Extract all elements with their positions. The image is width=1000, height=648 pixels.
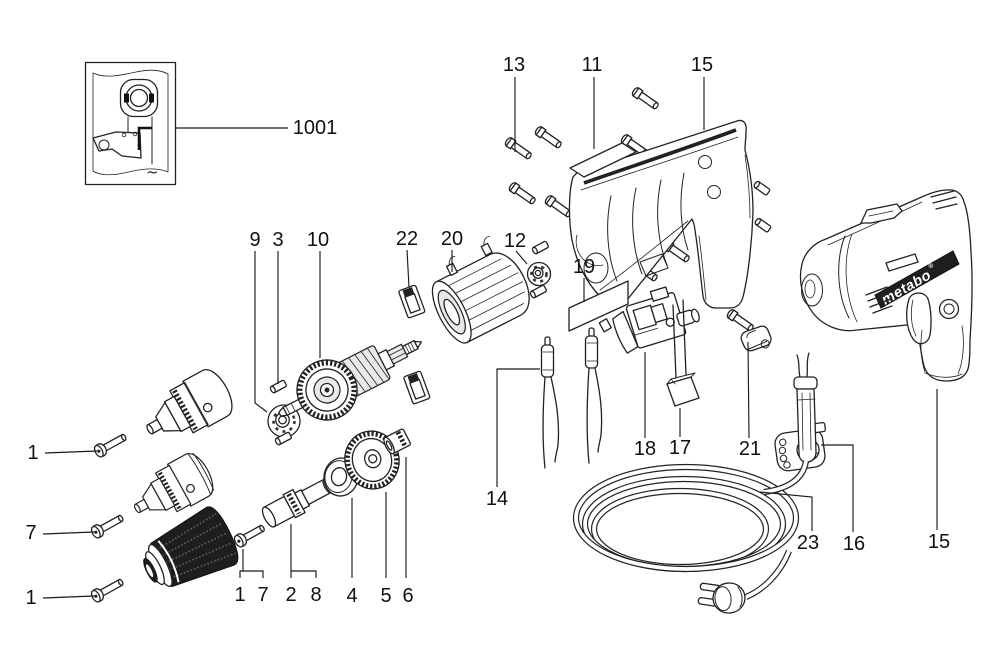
part-label-11-2: 11 xyxy=(582,54,603,76)
leader-line-22-7 xyxy=(406,249,410,288)
screw-icon xyxy=(631,87,659,110)
wires xyxy=(127,116,153,165)
mains-plug xyxy=(697,582,746,614)
screw-icon xyxy=(508,182,536,205)
part-label-10-6: 10 xyxy=(307,229,329,251)
registered-mark: ® xyxy=(927,261,935,270)
leader-line-7-12 xyxy=(42,531,95,535)
switch-symbol xyxy=(92,131,142,159)
part-label-5-26: 5 xyxy=(380,585,391,607)
part-label-22-7: 22 xyxy=(396,228,418,250)
motor-housing-right-half: metabo ® xyxy=(799,189,973,382)
pin-icon xyxy=(269,379,288,394)
screw-icon xyxy=(726,309,754,332)
bearing-12 xyxy=(526,261,552,287)
screw-icon xyxy=(233,524,265,548)
part-label-19-10: 19 xyxy=(573,256,595,278)
strain-relief-sleeve xyxy=(793,352,818,463)
part-label-7-12: 7 xyxy=(25,522,36,544)
leader-line-14-14 xyxy=(496,368,540,487)
part-label-2-23: 2 xyxy=(285,584,296,606)
leader-line-23-18 xyxy=(759,491,813,531)
part-label-1-11: 1 xyxy=(27,442,38,464)
leader-line-9-4 xyxy=(254,251,268,413)
leader-line-21-17 xyxy=(747,341,750,439)
leader-line-16-19 xyxy=(821,444,854,532)
sleeve-6 xyxy=(383,428,411,455)
part-label-18-15: 18 xyxy=(634,438,656,460)
part-label-17-16: 17 xyxy=(669,437,691,459)
part-label-14-14: 14 xyxy=(486,488,508,510)
part-label-1-21: 1 xyxy=(234,584,245,606)
part-label-7-22: 7 xyxy=(257,584,268,606)
clamp-21 xyxy=(740,325,772,352)
part-label-9-4: 9 xyxy=(249,229,260,251)
part-label-1001-0: 1001 xyxy=(293,117,338,139)
wiring-inset: ~ xyxy=(84,61,177,186)
lock-button xyxy=(938,298,960,320)
label-plate-19 xyxy=(568,280,629,332)
part-label-1-13: 1 xyxy=(25,587,36,609)
pin-icon xyxy=(274,431,293,446)
part-label-23-18: 23 xyxy=(797,532,819,554)
part-label-6-27: 6 xyxy=(402,585,413,607)
suppressor-coil-b xyxy=(584,327,603,464)
carbon-brush-lower xyxy=(403,370,431,405)
leader-line-12-9 xyxy=(515,250,528,265)
leader-line-8-24 xyxy=(291,570,317,578)
screw-icon xyxy=(90,514,124,539)
part-label-13-1: 13 xyxy=(503,54,525,76)
ac-symbol: ~ xyxy=(146,163,159,181)
power-cable-23 xyxy=(572,460,810,600)
part-label-21-17: 21 xyxy=(739,438,761,460)
part-label-15-20: 15 xyxy=(928,531,950,553)
motor-symbol xyxy=(119,78,159,118)
switch-18 xyxy=(598,286,700,354)
pin-icon xyxy=(529,284,548,299)
screw-icon xyxy=(534,126,562,149)
carbon-brush-upper xyxy=(398,284,426,319)
leader-line-1-21 xyxy=(239,549,244,578)
part-label-20-8: 20 xyxy=(441,228,463,250)
pin-icon xyxy=(753,180,771,196)
leader-line-7-22 xyxy=(243,570,264,578)
screw-icon xyxy=(93,433,127,458)
chuck-keyless xyxy=(143,506,239,588)
part-label-16-19: 16 xyxy=(843,533,865,555)
suppressor-coil-a xyxy=(540,336,560,469)
chuck-screws xyxy=(90,433,127,603)
part-label-4-25: 4 xyxy=(346,585,357,607)
screw-icon xyxy=(90,578,124,603)
motor-housing-left-half xyxy=(568,119,754,309)
pin-icon xyxy=(531,240,550,255)
part-label-3-5: 3 xyxy=(272,229,283,251)
armature-10 xyxy=(278,339,423,421)
screw-icon xyxy=(504,137,532,160)
leader-line-1-11 xyxy=(44,450,98,454)
trigger xyxy=(906,292,932,345)
part-label-12-9: 12 xyxy=(504,230,526,252)
label-plate-11 xyxy=(569,142,637,178)
pin-icon xyxy=(754,217,772,233)
capacitor-17 xyxy=(666,299,700,407)
field-coil-20 xyxy=(431,236,530,344)
chuck-keyed-middle xyxy=(133,452,215,514)
part-label-8-24: 8 xyxy=(310,584,321,606)
screw-icon xyxy=(544,195,572,218)
leader-line-1-13 xyxy=(42,595,95,599)
part-label-15-3: 15 xyxy=(691,54,713,76)
chuck-keyed-top xyxy=(146,369,233,435)
